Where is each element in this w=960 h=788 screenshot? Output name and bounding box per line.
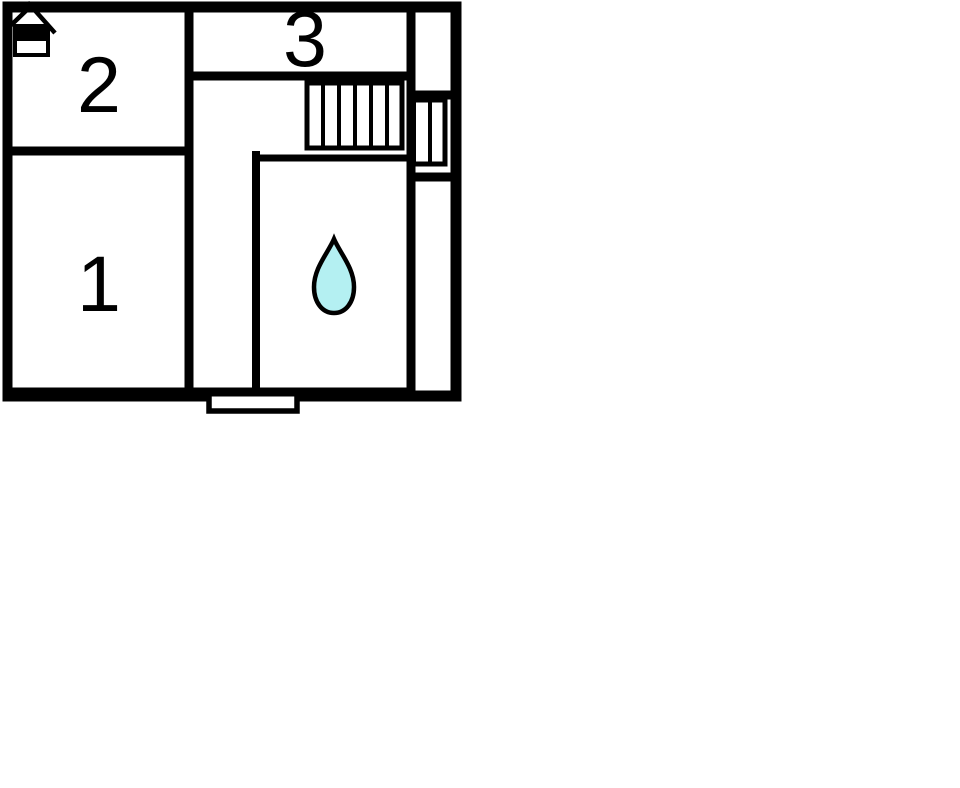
walls xyxy=(3,3,416,397)
stairs-icon xyxy=(304,80,405,151)
room-label-3: 3 xyxy=(283,0,327,83)
water-drop-icon xyxy=(311,233,357,316)
room-label-1: 1 xyxy=(77,239,121,328)
house-icon-upper-half-filled xyxy=(3,2,57,57)
room-label-2: 2 xyxy=(77,40,121,129)
upper-floor-plan: 2 1 3 xyxy=(3,0,416,397)
upper-floor-fill xyxy=(17,28,46,41)
